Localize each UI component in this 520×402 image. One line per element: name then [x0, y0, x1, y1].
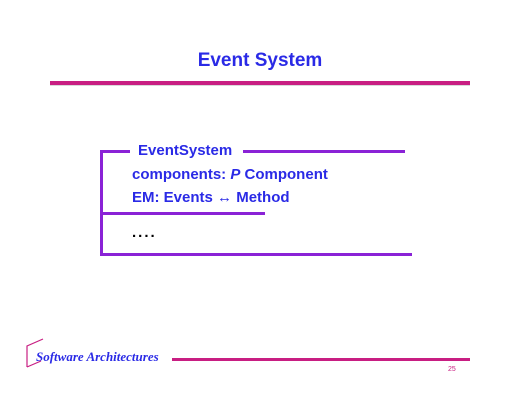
- schema-left-bar: [100, 150, 103, 256]
- bijection-arrow-icon: ↔: [217, 189, 233, 206]
- page-number: 25: [448, 366, 456, 373]
- schema-predicate: ....: [132, 224, 157, 241]
- footer-logo-icon: [26, 338, 44, 368]
- schema-name: EventSystem: [138, 142, 233, 159]
- declaration-components: components: P Component: [132, 166, 328, 183]
- schema-top-left-tick: [100, 150, 130, 153]
- schema-divider: [100, 212, 265, 215]
- declaration-components-prefix: components:: [132, 166, 231, 183]
- declaration-em: EM: Events ↔ Method: [132, 189, 290, 206]
- declaration-em-prefix: EM: Events: [132, 189, 218, 206]
- footer-rule: [172, 358, 470, 361]
- schema-top-rule: [243, 150, 405, 153]
- declaration-components-suffix: Component: [240, 166, 328, 183]
- footer-label: Software Architectures: [36, 349, 159, 364]
- powerset-symbol: P: [230, 166, 241, 183]
- schema-bottom-rule: [100, 253, 412, 256]
- slide-title: Event System: [197, 50, 323, 71]
- declaration-em-suffix: Method: [232, 189, 290, 206]
- title-underline: [50, 81, 470, 85]
